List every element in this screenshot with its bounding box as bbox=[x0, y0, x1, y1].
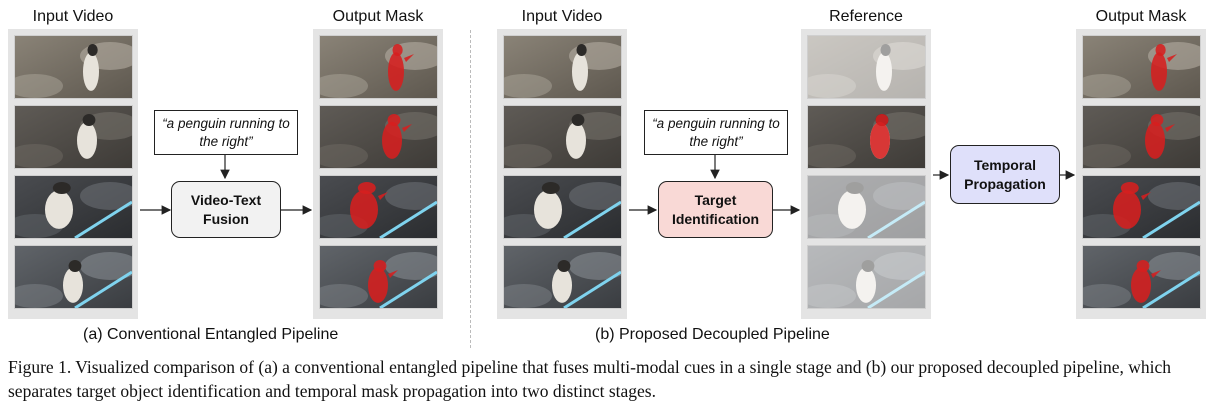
video-frame bbox=[14, 35, 133, 99]
input-video-title-b: Input Video bbox=[521, 8, 603, 25]
panel-divider bbox=[470, 30, 471, 348]
propagation-line-2: Propagation bbox=[964, 175, 1046, 192]
query-line-1: “a penguin running bbox=[162, 115, 275, 131]
panel-b-caption: (b) Proposed Decoupled Pipeline bbox=[595, 326, 830, 343]
query-line-2: to the right” bbox=[199, 115, 290, 149]
mask-frame bbox=[1082, 245, 1201, 309]
text-query-box-a: “a penguin running to the right” bbox=[154, 110, 298, 155]
mask-frame bbox=[319, 245, 438, 309]
video-frame bbox=[14, 105, 133, 169]
output-mask-strip-a bbox=[313, 29, 443, 319]
reference-frame bbox=[807, 245, 926, 309]
reference-frame bbox=[807, 105, 926, 169]
input-video-title-a: Input Video bbox=[32, 8, 114, 25]
mask-frame bbox=[319, 35, 438, 99]
input-video-strip-a bbox=[8, 29, 138, 319]
video-text-fusion-box: Video-Text Fusion bbox=[171, 181, 281, 238]
target-identification-box: Target Identification bbox=[658, 181, 773, 238]
fusion-line-1: Video-Text bbox=[190, 191, 262, 208]
reference-frame bbox=[807, 175, 926, 239]
video-frame bbox=[14, 175, 133, 239]
identification-line-2: Identification bbox=[671, 210, 760, 227]
mask-frame bbox=[1082, 175, 1201, 239]
temporal-propagation-box: Temporal Propagation bbox=[950, 145, 1060, 204]
figure-caption: Figure 1. Visualized comparison of (a) a… bbox=[8, 357, 1172, 401]
identification-line-1: Target bbox=[694, 191, 737, 208]
output-mask-title-b: Output Mask bbox=[1095, 8, 1187, 25]
mask-frame bbox=[1082, 105, 1201, 169]
mask-frame bbox=[319, 105, 438, 169]
output-mask-strip-b bbox=[1076, 29, 1206, 319]
text-query-box-b: “a penguin running to the right” bbox=[644, 110, 788, 155]
reference-title-b: Reference bbox=[829, 8, 903, 25]
output-mask-title-a: Output Mask bbox=[332, 8, 424, 25]
video-frame bbox=[503, 35, 622, 99]
reference-frame bbox=[807, 35, 926, 99]
video-frame bbox=[503, 175, 622, 239]
query-line-2: to the right” bbox=[689, 115, 780, 149]
reference-strip-b bbox=[801, 29, 931, 319]
video-frame bbox=[14, 245, 133, 309]
fusion-line-2: Fusion bbox=[203, 210, 249, 227]
propagation-line-1: Temporal bbox=[974, 156, 1036, 173]
panel-a-caption: (a) Conventional Entangled Pipeline bbox=[83, 326, 339, 343]
mask-frame bbox=[1082, 35, 1201, 99]
query-line-1: “a penguin running bbox=[652, 115, 765, 131]
input-video-strip-b bbox=[497, 29, 627, 319]
video-frame bbox=[503, 105, 622, 169]
video-frame bbox=[503, 245, 622, 309]
mask-frame bbox=[319, 175, 438, 239]
